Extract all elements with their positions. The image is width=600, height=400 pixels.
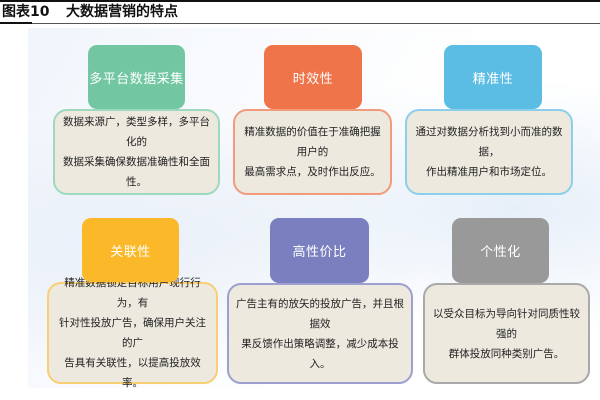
figure-title: 大数据营销的特点 bbox=[66, 4, 178, 20]
card-title-text: 关联性 bbox=[110, 244, 151, 260]
card-title-relevance: 关联性 bbox=[82, 218, 179, 282]
card-text-line: 精准数据的价值在于准确把握用户的 bbox=[244, 126, 381, 158]
card-text-line: 通过对数据分析找到小而准的数据， bbox=[415, 126, 563, 158]
figure-number-underline bbox=[0, 22, 32, 24]
card-title-cost-effectiveness: 高性价比 bbox=[270, 218, 369, 283]
card-title-text: 多平台数据采集 bbox=[89, 71, 184, 87]
card-body-timeliness: 精准数据的价值在于准确把握用户的 最高需求点，及时作出反应。 bbox=[233, 109, 392, 195]
card-text-line: 以受众目标为导向针对同质性较强的 bbox=[433, 307, 580, 340]
card-body-cost-effectiveness: 广告主有的放矢的投放广告，并且根据效 果反馈作出策略调整，减少成本投入。 bbox=[227, 283, 413, 384]
figure-number: 图表10 bbox=[2, 4, 50, 20]
card-title-text: 精准性 bbox=[472, 71, 514, 87]
card-text-line: 最高需求点，及时作出反应。 bbox=[244, 166, 381, 178]
card-body-multi-platform: 数据来源广，类型多样，多平台化的 数据采集确保数据准确性和全面性。 bbox=[53, 109, 220, 195]
card-title-text: 高性价比 bbox=[292, 245, 347, 260]
card-text-line: 果反馈作出策略调整，减少成本投入。 bbox=[241, 337, 399, 370]
card-body-relevance: 精准数据锁定目标用户现行行为，有 针对性投放广告，确保用户关注的广 告具有关联性… bbox=[47, 277, 218, 389]
card-title-precision: 精准性 bbox=[444, 45, 542, 109]
card-text-line: 数据来源广，类型多样，多平台化的 bbox=[63, 116, 210, 148]
top-rule bbox=[0, 0, 600, 2]
figure-header: 图表10 大数据营销的特点 bbox=[0, 3, 600, 24]
card-title-text: 时效性 bbox=[292, 71, 334, 87]
card-body-precision: 通过对数据分析找到小而准的数据， 作出精准用户和市场定位。 bbox=[405, 109, 573, 195]
card-text-line: 广告主有的放矢的投放广告，并且根据效 bbox=[236, 297, 404, 330]
card-title-text: 个性化 bbox=[480, 245, 521, 260]
card-text-line: 告具有关联性，以提高投放效率。 bbox=[64, 357, 201, 389]
card-title-timeliness: 时效性 bbox=[264, 45, 362, 109]
card-text-line: 作出精准用户和市场定位。 bbox=[426, 166, 552, 178]
card-text-line: 数据采集确保数据准确性和全面性。 bbox=[63, 156, 210, 188]
card-title-personalization: 个性化 bbox=[452, 218, 549, 283]
card-text-line: 针对性投放广告，确保用户关注的广 bbox=[59, 317, 206, 349]
card-text-line: 群体投放同种类别广告。 bbox=[448, 347, 565, 360]
card-title-multi-platform: 多平台数据采集 bbox=[88, 45, 185, 109]
card-body-personalization: 以受众目标为导向针对同质性较强的 群体投放同种类别广告。 bbox=[423, 283, 590, 384]
